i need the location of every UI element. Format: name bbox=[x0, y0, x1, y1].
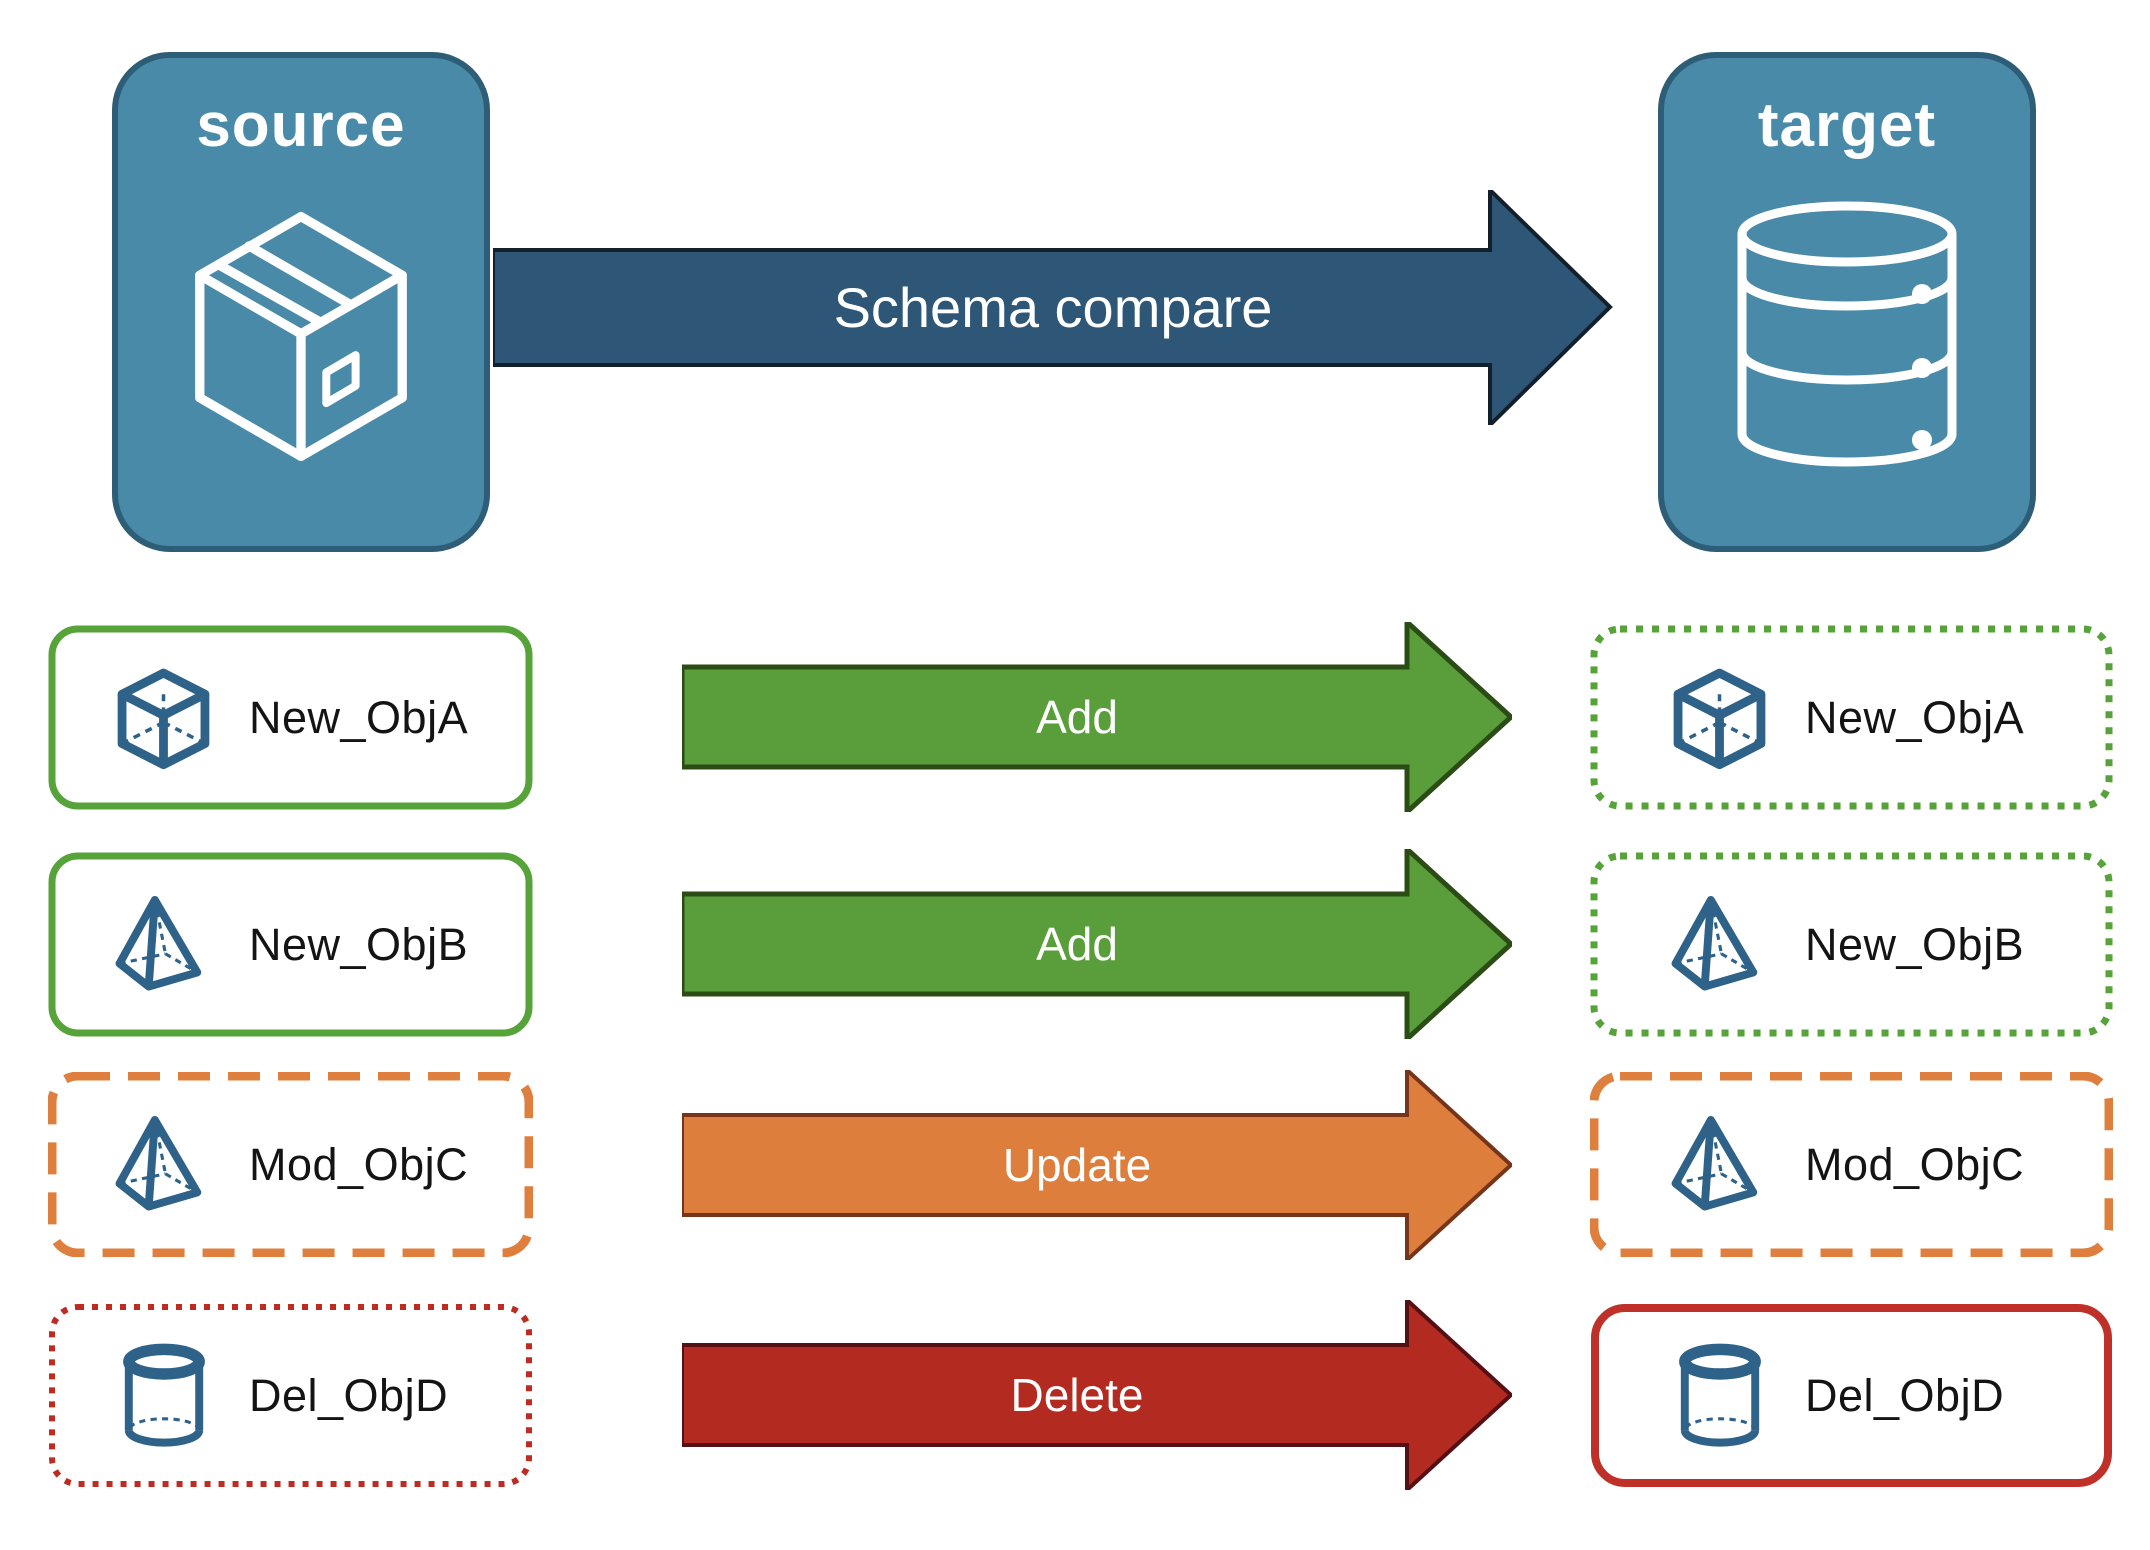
schema-compare-arrow: Schema compare bbox=[493, 190, 1613, 425]
source-node: source bbox=[112, 52, 490, 552]
dashed-orange-border bbox=[1590, 1072, 2113, 1257]
object-name-label: Mod_ObjC bbox=[249, 1138, 469, 1190]
target-object-mod-objc: Mod_ObjC bbox=[1590, 1072, 2113, 1257]
dotted-green-border bbox=[1590, 852, 2113, 1037]
target-object-new-objb: New_ObjB bbox=[1590, 852, 2113, 1037]
package-icon bbox=[161, 198, 441, 491]
cube-icon bbox=[106, 665, 221, 771]
object-name-label: New_ObjB bbox=[249, 918, 469, 970]
source-object-new-obja: New_ObjA bbox=[48, 625, 533, 810]
source-object-mod-objc: Mod_ObjC bbox=[48, 1072, 533, 1257]
object-name-label: Del_ObjD bbox=[1805, 1369, 2005, 1421]
update-arrow: Update bbox=[682, 1070, 1512, 1260]
pyramid-icon bbox=[106, 892, 221, 998]
object-name-label: Mod_ObjC bbox=[1805, 1138, 2025, 1190]
pyramid-icon bbox=[1662, 1112, 1777, 1218]
source-node-label: source bbox=[196, 91, 406, 160]
add-arrow-label: Add bbox=[1036, 691, 1118, 743]
object-name-label: New_ObjA bbox=[249, 691, 469, 743]
cylinder-icon bbox=[1662, 1343, 1777, 1449]
source-object-del-objd: Del_ObjD bbox=[48, 1303, 533, 1488]
delete-arrow-label: Delete bbox=[1010, 1369, 1144, 1421]
target-object-new-obja: New_ObjA bbox=[1590, 625, 2113, 810]
object-name-label: Del_ObjD bbox=[249, 1369, 449, 1421]
pyramid-icon bbox=[106, 1112, 221, 1218]
target-node-label: target bbox=[1757, 91, 1937, 160]
schema-compare-label: Schema compare bbox=[833, 276, 1273, 339]
database-icon bbox=[1732, 198, 1962, 468]
add-arrow-shape bbox=[682, 849, 1512, 1039]
source-object-new-objb: New_ObjB bbox=[48, 852, 533, 1037]
update-arrow-shape bbox=[682, 1070, 1512, 1260]
dashed-orange-border bbox=[48, 1072, 533, 1257]
target-object-del-objd: Del_ObjD bbox=[1590, 1303, 2113, 1488]
object-name-label: New_ObjB bbox=[1805, 918, 2025, 970]
target-node: target bbox=[1658, 52, 2036, 552]
schema-compare-arrow-shape bbox=[493, 190, 1613, 425]
cube-icon bbox=[1662, 665, 1777, 771]
update-arrow-label: Update bbox=[1002, 1139, 1152, 1191]
delete-arrow: Delete bbox=[682, 1300, 1512, 1490]
cylinder-icon bbox=[106, 1343, 221, 1449]
add-arrow-label: Add bbox=[1036, 918, 1118, 970]
object-name-label: New_ObjA bbox=[1805, 691, 2025, 743]
pyramid-icon bbox=[1662, 892, 1777, 998]
solid-green-border bbox=[48, 852, 533, 1037]
delete-arrow-shape bbox=[682, 1300, 1512, 1490]
add-arrow-shape bbox=[682, 622, 1512, 812]
add-arrow-row2: Add bbox=[682, 849, 1512, 1039]
add-arrow-row1: Add bbox=[682, 622, 1512, 812]
